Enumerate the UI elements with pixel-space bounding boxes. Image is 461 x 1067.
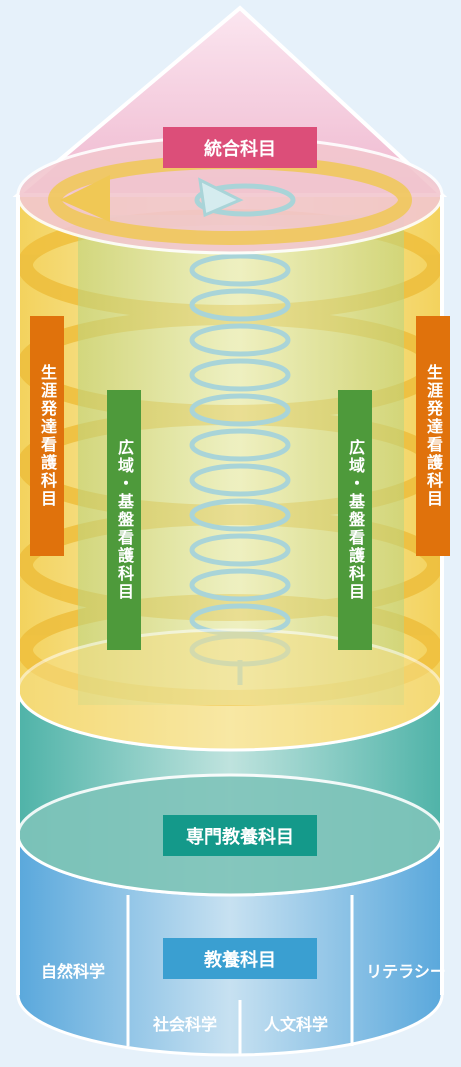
lifespan-nursing-label-right: 生涯発達看護科目: [416, 316, 450, 556]
spring-arrow-icon: [198, 177, 244, 218]
yellow-bottom-ellipse: [16, 628, 444, 752]
humanities-text: 人文科学: [263, 1015, 328, 1034]
arrow-head: [60, 175, 110, 222]
integrated-subjects-label: 統合科目: [163, 127, 317, 168]
literacy-text: リテラシー: [366, 962, 446, 981]
natural-science-text: 自然科学: [40, 962, 105, 981]
specialized-liberal-arts-label: 専門教養科目: [163, 815, 317, 856]
top-spring-loop: [194, 183, 296, 217]
regional-basic-nursing-label-right: 広域・基盤看護科目: [338, 390, 372, 650]
liberal-arts-label: 教養科目: [163, 938, 317, 979]
regional-basic-nursing-label-left: 広域・基盤看護科目: [107, 390, 141, 650]
lifespan-nursing-label-left: 生涯発達看護科目: [30, 316, 64, 556]
social-science-text: 社会科学: [152, 1015, 217, 1034]
